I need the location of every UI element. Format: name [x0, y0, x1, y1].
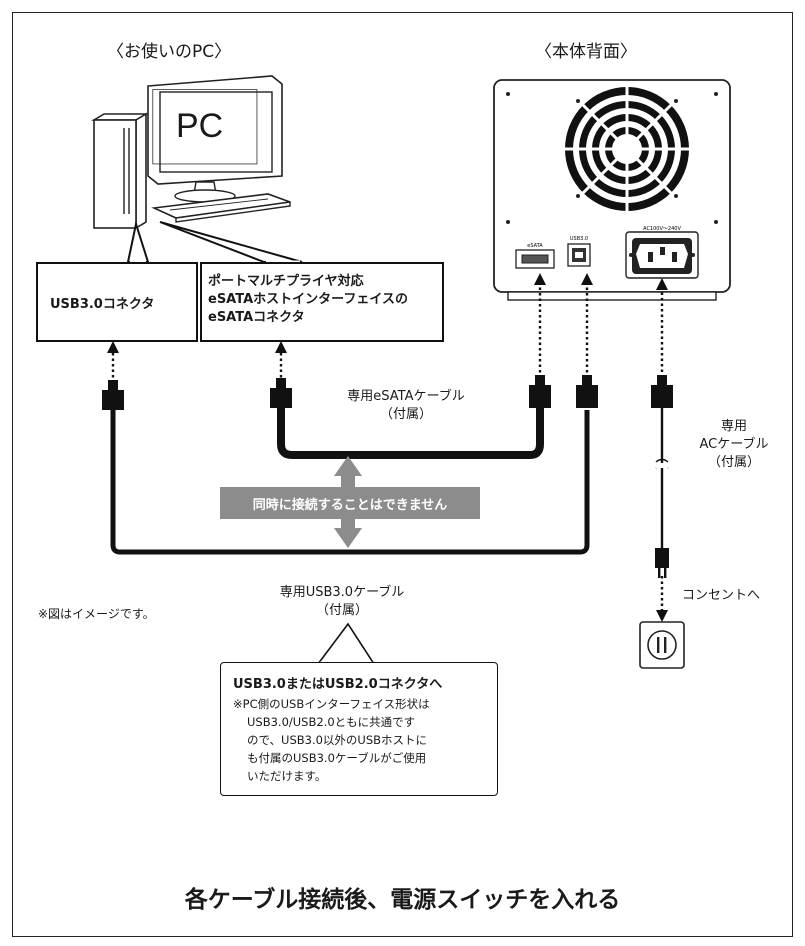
pc-keyboard: [151, 193, 291, 223]
usb-note-body: ※PC側のUSBインターフェイス形状は USB3.0/USB2.0ともに共通です…: [233, 697, 430, 783]
pc-side-caption: 〈お使いのPC〉: [107, 42, 232, 62]
svg-text:eSATA: eSATA: [527, 243, 543, 249]
esata-callout-line: eSATAホストインターフェイスの: [208, 292, 408, 307]
pc-tower: [91, 112, 149, 230]
conflict-arrow: [334, 456, 362, 548]
usb-cable: [110, 410, 590, 555]
pc-monitor: [147, 75, 283, 203]
esata-cable-label: 専用eSATAケーブル（付属）: [347, 389, 465, 422]
usb-port: USB3.0: [567, 236, 591, 267]
outlet-label: コンセントへ: [682, 588, 761, 603]
usb-connector-callout: USB3.0コネクタ: [36, 262, 198, 342]
footer-instruction: 各ケーブル接続後、電源スイッチを入れる: [184, 887, 621, 913]
esata-callout-line: ポートマルチプライヤ対応: [208, 274, 364, 289]
device-back-panel: eSATA USB3.0 AC100V〜240V: [493, 79, 731, 301]
esata-connector-callout: ポートマルチプライヤ対応 eSATAホストインターフェイスの eSATAコネクタ: [200, 262, 444, 342]
wall-outlet-icon: [639, 621, 685, 669]
image-note: ※図はイメージです。: [38, 607, 155, 621]
fan-grille: [565, 87, 689, 211]
pc-screen-label: PC: [176, 107, 224, 145]
esata-cable: [277, 408, 544, 459]
svg-text:USB3.0: USB3.0: [570, 236, 588, 242]
device-back-caption: 〈本体背面〉: [535, 42, 637, 62]
plugs: [102, 375, 673, 578]
svg-text:AC100V〜240V: AC100V〜240V: [643, 226, 681, 232]
diagram-frame: [12, 12, 793, 937]
ac-inlet: AC100V〜240V: [625, 226, 699, 279]
usb-note-box: USB3.0またはUSB2.0コネクタへ ※PC側のUSBインターフェイス形状は…: [220, 662, 498, 796]
usb-note-title: USB3.0またはUSB2.0コネクタへ: [233, 677, 443, 692]
usb-cable-label: 専用USB3.0ケーブル（付属）: [279, 585, 405, 618]
simultaneous-connection-warning: 同時に接続することはできません: [220, 487, 480, 519]
usb-connector-label: USB3.0コネクタ: [50, 297, 155, 312]
esata-port: eSATA: [515, 243, 555, 269]
esata-callout-line: eSATAコネクタ: [208, 310, 305, 325]
